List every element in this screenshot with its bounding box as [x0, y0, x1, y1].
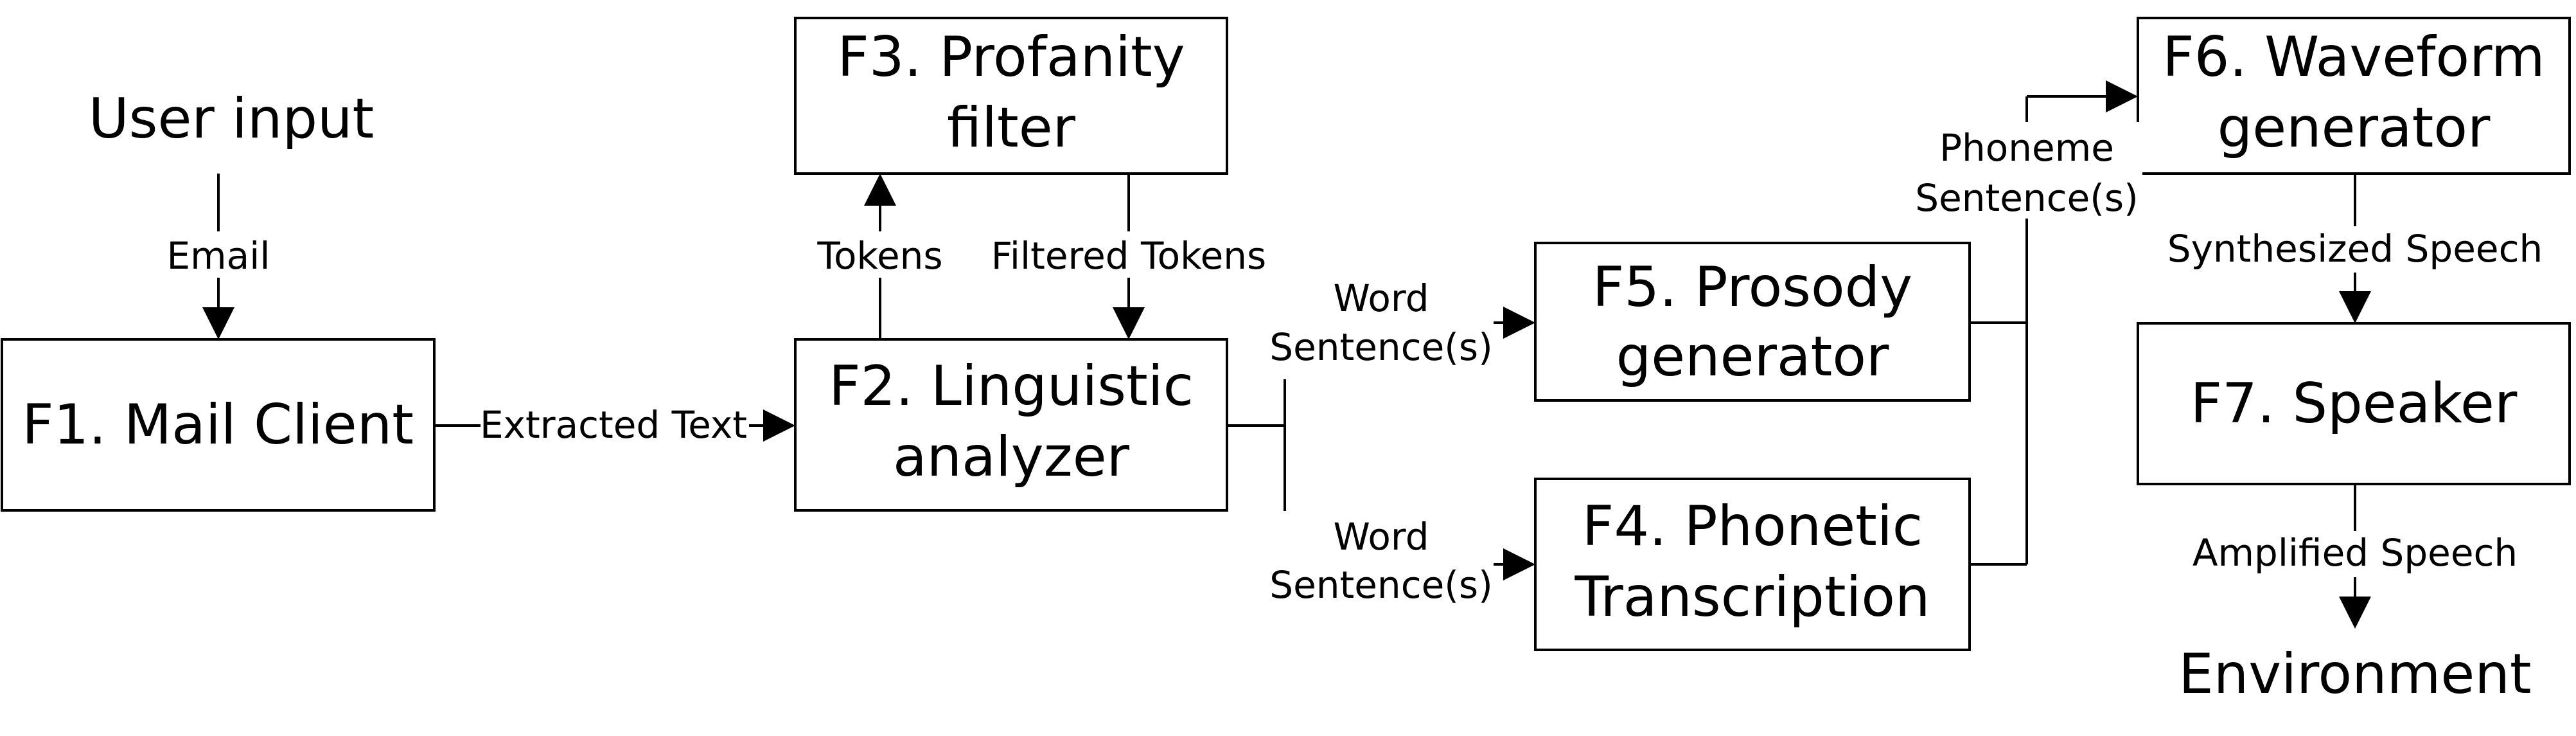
box-f5-prosody-generator: F5. Prosody generator [1534, 242, 1971, 402]
amplified-speech-label: Amplified Speech [2192, 531, 2518, 575]
amplified-speech-arrowhead [2339, 597, 2371, 629]
word-sentences-top-line2: Sentence(s) [1269, 325, 1493, 369]
extracted-text-label: Extracted Text [480, 403, 747, 447]
word-sentences-bottom-line1: Word [1333, 515, 1429, 559]
extracted-text-arrowhead [763, 409, 795, 442]
word-sentences-to-phonetic-arrowhead [1503, 548, 1535, 580]
phoneme-sentences-line2: Sentence(s) [1915, 176, 2139, 220]
box-f3-line1: F3. Profanity [837, 25, 1185, 89]
box-f6-line2: generator [2218, 96, 2491, 160]
phoneme-sentences-line1: Phoneme [1939, 126, 2114, 170]
synthesized-speech-label: Synthesized Speech [2167, 227, 2543, 271]
box-f2-line1: F2. Linguistic [829, 354, 1194, 418]
word-sentences-to-prosody-arrowhead [1503, 307, 1535, 339]
email-label: Email [167, 234, 270, 278]
word-sentences-top-line1: Word [1333, 276, 1429, 320]
box-f7-line1: F7. Speaker [2191, 372, 2518, 436]
phoneme-sentences-arrowhead [2106, 80, 2138, 112]
word-sentences-bottom-line2: Sentence(s) [1269, 563, 1493, 607]
box-f6-waveform-generator: F6. Waveform generator [2137, 17, 2571, 175]
box-f4-line2: Transcription [1574, 565, 1930, 629]
box-f7-speaker: F7. Speaker [2137, 322, 2571, 485]
box-f2-line2: analyzer [893, 425, 1130, 489]
box-f5-line2: generator [1616, 325, 1889, 389]
box-f3-line2: filter [947, 96, 1076, 160]
environment-text: Environment [2178, 642, 2531, 706]
box-f4-line1: F4. Phonetic [1582, 494, 1923, 559]
filtered-tokens-label: Filtered Tokens [991, 234, 1267, 278]
email-arrowhead [202, 307, 234, 339]
synthesized-speech-arrowhead [2339, 291, 2371, 323]
box-f2-linguistic-analyzer: F2. Linguistic analyzer [794, 338, 1228, 512]
box-f6-line1: F6. Waveform [2162, 25, 2545, 89]
box-f4-phonetic-transcription: F4. Phonetic Transcription [1534, 478, 1971, 651]
tokens-arrowhead [864, 174, 896, 206]
box-f5-line1: F5. Prosody [1592, 255, 1912, 319]
filtered-tokens-arrowhead [1113, 307, 1145, 339]
user-input-text: User input [89, 87, 375, 151]
box-f1-mail-client: F1. Mail Client [1, 338, 436, 512]
box-f1-line1: F1. Mail Client [22, 393, 414, 457]
tokens-label: Tokens [816, 234, 942, 278]
box-f3-profanity-filter: F3. Profanity filter [794, 17, 1228, 175]
